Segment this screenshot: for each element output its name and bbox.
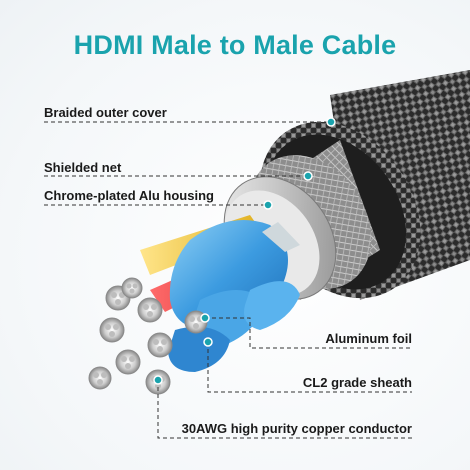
conductor-end <box>121 277 143 299</box>
label-cl2-grade-sheath: CL2 grade sheath <box>302 375 412 390</box>
marker-dot <box>303 171 313 181</box>
label-shielded-net: Shielded net <box>44 160 122 175</box>
label-braided-outer-cover: Braided outer cover <box>44 105 167 120</box>
label-aluminum-foil: Aluminum foil <box>325 331 412 346</box>
marker-dot <box>153 375 163 385</box>
conductor-end <box>115 349 141 375</box>
marker-dot <box>263 200 273 210</box>
marker-dot <box>203 337 213 347</box>
leader-line-foil <box>205 317 412 349</box>
conductor-end <box>147 332 173 358</box>
leader-line-sheath <box>207 342 412 393</box>
leader-lines <box>44 121 412 439</box>
marker-dots <box>153 117 336 385</box>
label-chrome-plated-housing: Chrome-plated Alu housing <box>44 188 214 203</box>
conductor-end <box>137 297 163 323</box>
leader-line-conductor <box>157 380 412 439</box>
inner-wire-bundle <box>140 215 300 372</box>
marker-dot <box>200 313 210 323</box>
page-title: HDMI Male to Male Cable <box>73 30 397 60</box>
conductor-end <box>88 366 112 390</box>
marker-dot <box>326 117 336 127</box>
label-copper-conductor: 30AWG high purity copper conductor <box>181 421 412 436</box>
conductor-end <box>99 317 125 343</box>
